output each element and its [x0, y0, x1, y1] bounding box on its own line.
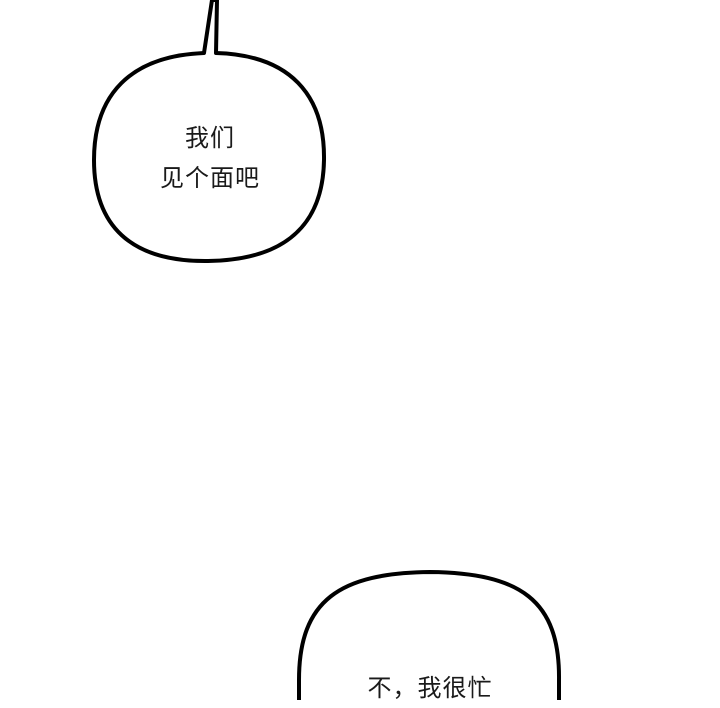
speech-bubble-2-text: 不，我很忙: [320, 668, 540, 708]
bubble-1-line-2: 见个面吧: [160, 164, 260, 192]
speech-bubble-1-text: 我们 见个面吧: [120, 118, 300, 198]
bubble-2-line-1: 不，我很忙: [367, 674, 493, 702]
bubble-1-line-1: 我们: [185, 124, 235, 152]
speech-bubble-2-outline: [297, 570, 562, 700]
speech-bubble-1-outline: [92, 0, 327, 264]
